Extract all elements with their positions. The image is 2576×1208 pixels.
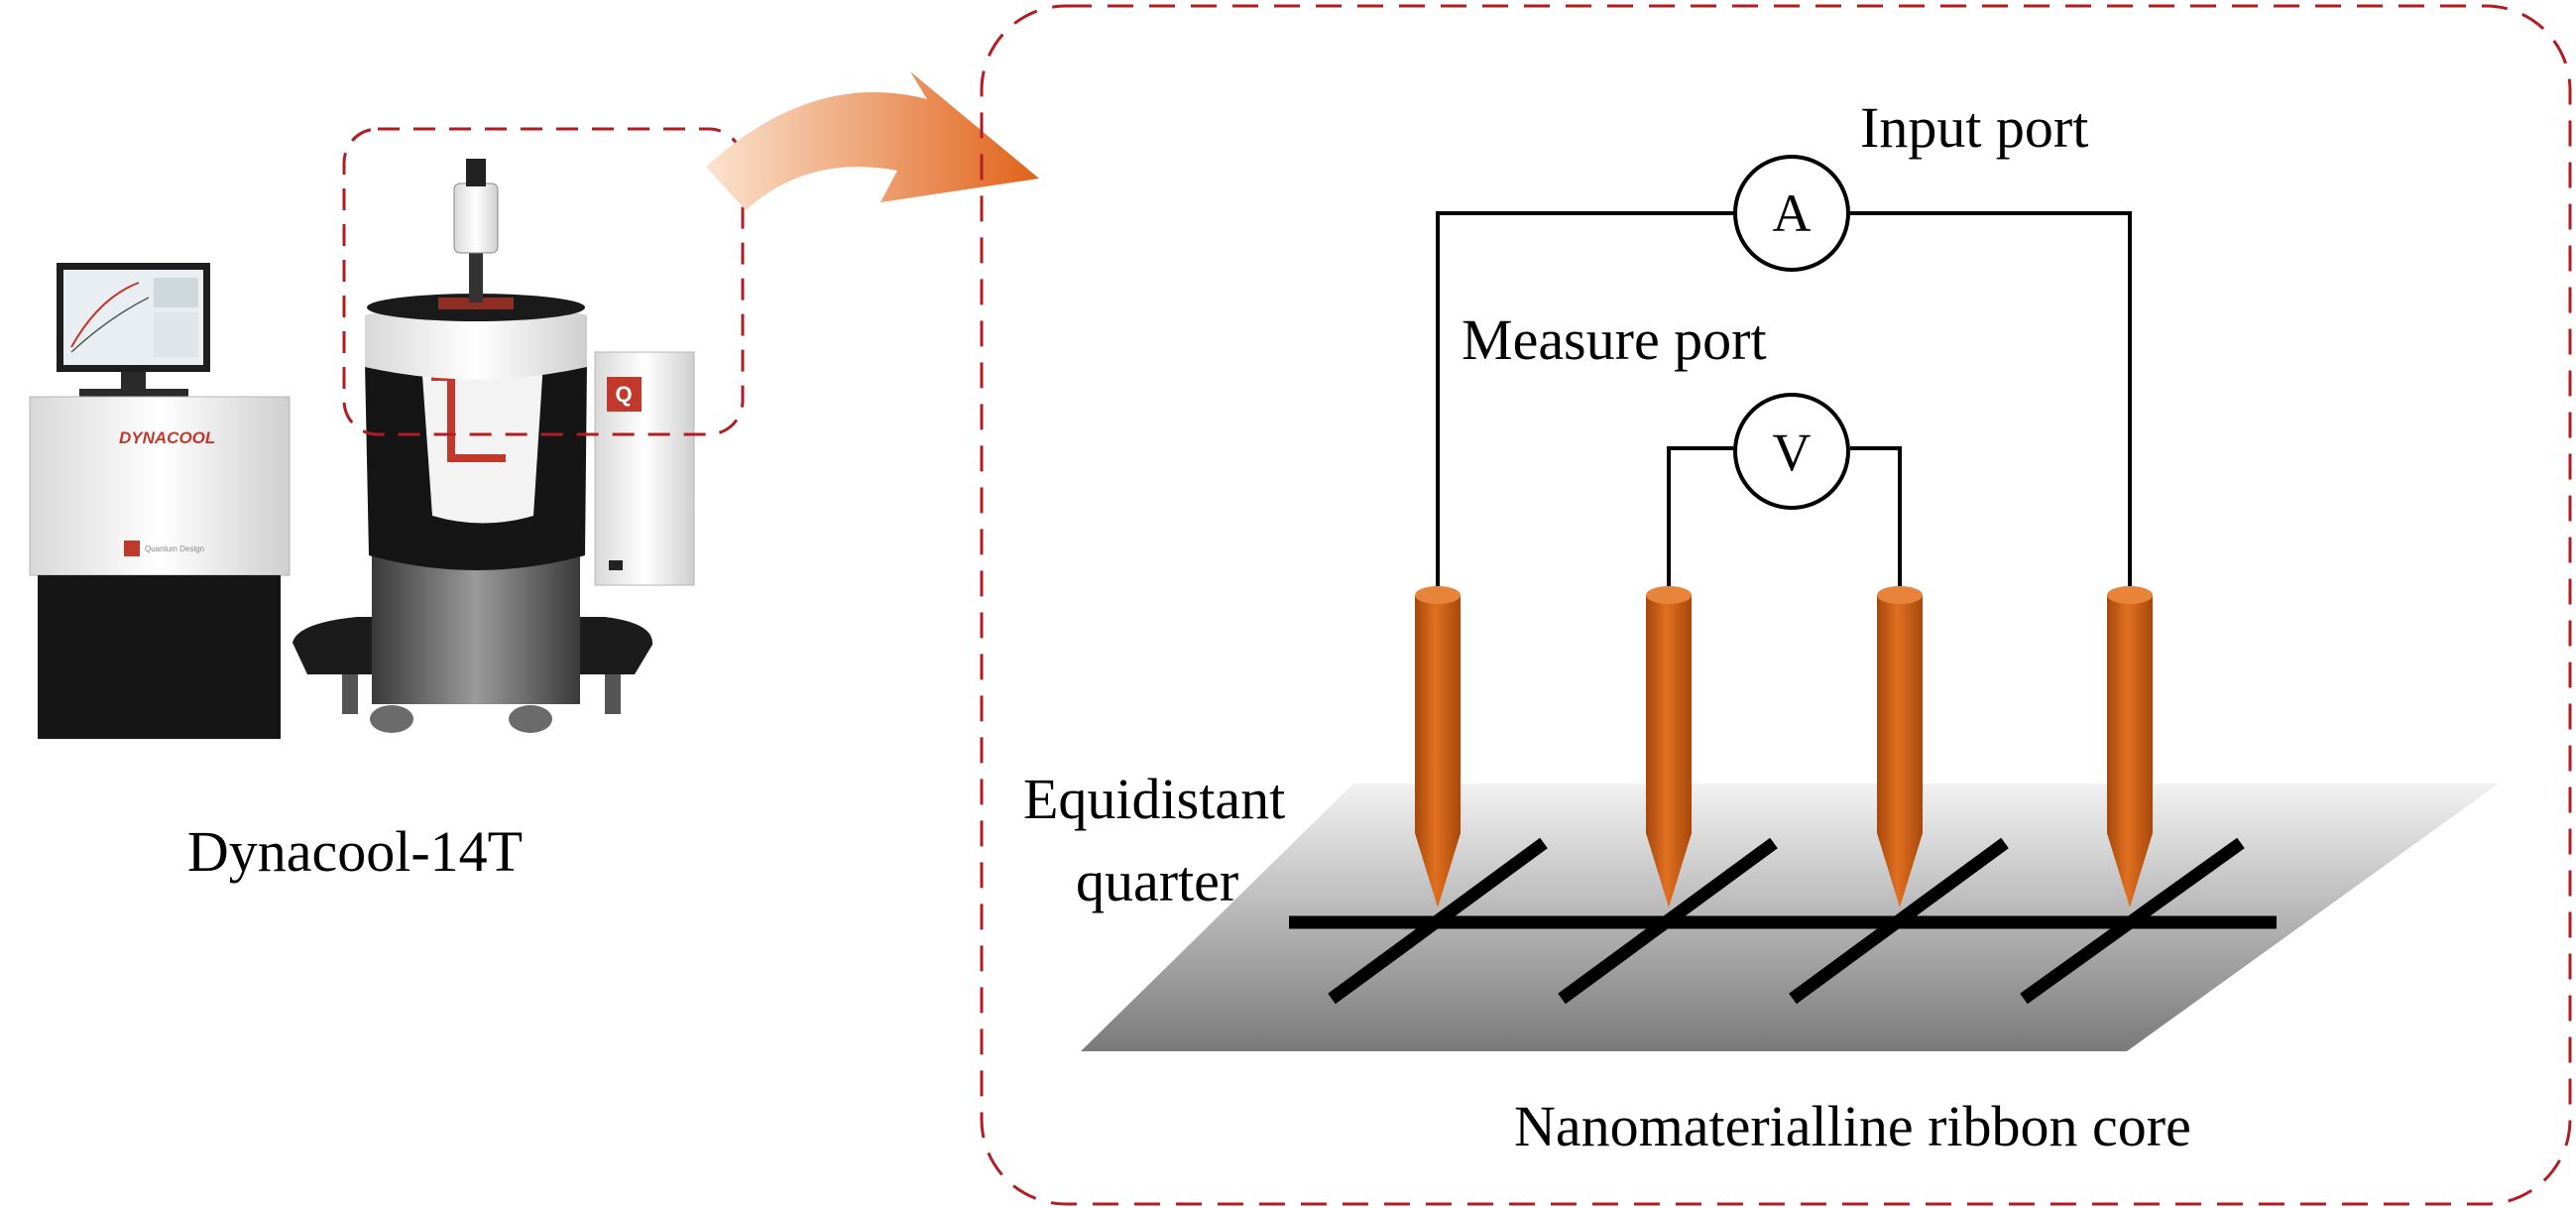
control-cabinet: DYNACOOL Quantum Design (29, 396, 291, 739)
computer-monitor (57, 263, 210, 397)
probe-1 (1415, 586, 1461, 907)
voltmeter-symbol: V (1773, 423, 1812, 482)
zoom-arrow (706, 71, 1039, 210)
instrument-caption: Dynacool-14T (187, 819, 523, 884)
input-port-label: Input port (1860, 95, 2088, 160)
quarter-mark-3 (1789, 837, 2009, 1005)
voltmeter: V (1733, 393, 1850, 510)
current-wire (1436, 211, 1733, 595)
quarter-mark-1 (1328, 837, 1548, 1005)
ammeter-symbol: A (1773, 183, 1812, 243)
instrument-highlight-box (342, 127, 745, 436)
circuit-wiring (1436, 211, 2132, 595)
ribbon-core-label: Nanomaterialline ribbon core (1514, 1094, 2191, 1158)
voltage-wire-return (1850, 446, 1902, 595)
maker-label: Quantum Design (145, 544, 204, 553)
quarter-mark-2 (1558, 837, 1778, 1005)
ribbon-markings (1289, 837, 2277, 1005)
quarter-mark-4 (2020, 837, 2245, 1005)
cryostat: Q (293, 159, 695, 733)
detail-panel-border (980, 4, 2572, 1206)
logo-letter: Q (615, 382, 632, 407)
probe-4 (2107, 586, 2153, 907)
measure-port-label: Measure port (1462, 307, 1767, 372)
spacing-label-line1: Equidistant (1023, 767, 1285, 831)
ammeter: A (1733, 155, 1850, 272)
spacing-label-line2: quarter (1076, 849, 1238, 913)
current-wire-return (1850, 211, 2132, 595)
probe-3 (1877, 586, 1923, 907)
probe-2 (1646, 586, 1692, 907)
dynacool-instrument: DYNACOOL Quantum Design (29, 127, 745, 884)
brand-label: DYNACOOL (119, 428, 215, 447)
voltage-wire (1667, 446, 1733, 595)
